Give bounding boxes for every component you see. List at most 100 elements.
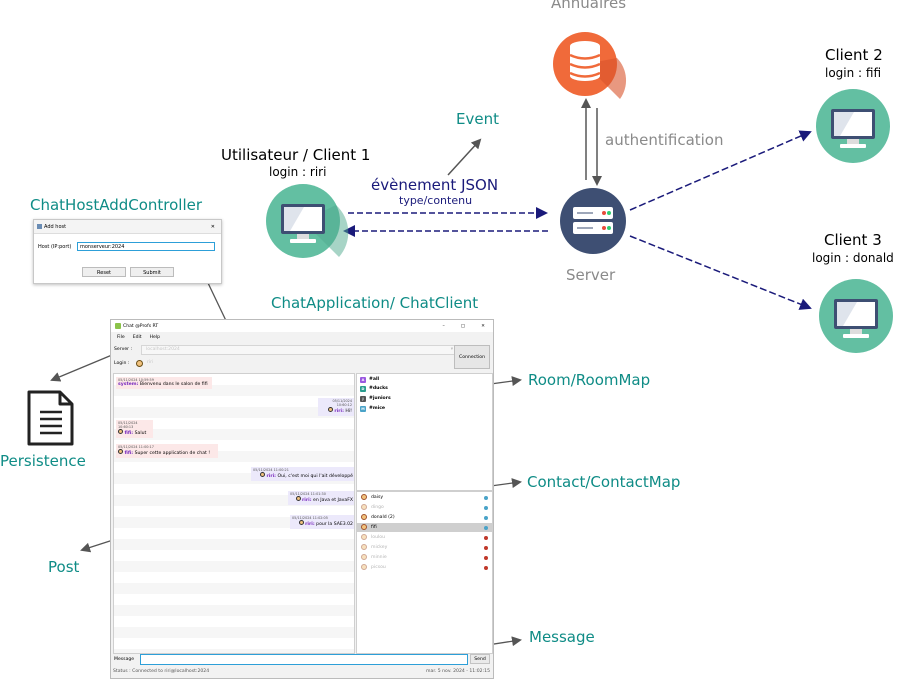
maximize-button[interactable]: ▢	[460, 323, 466, 329]
contact-name: loulou	[371, 535, 385, 540]
add-host-dialog: Add host ✕ Host (IP:port) monserveur:202…	[33, 219, 222, 284]
monitor-icon-client3	[819, 279, 893, 353]
message-bubble: 05/11/2024 10:60:13 fifi: Salut	[116, 420, 153, 438]
json-event-label: évènement JSON	[371, 176, 499, 194]
authentification-label: authentification	[605, 131, 724, 149]
status-text: Status : Connected to riri@localhost:202…	[113, 669, 210, 674]
status-time: mar. 5 nov. 2024 - 11:02:15	[426, 669, 490, 674]
dialog-titlebar: Add host ✕	[34, 220, 221, 234]
connection-button[interactable]: Connection	[454, 345, 490, 369]
avatar	[136, 360, 143, 367]
avatar	[295, 496, 301, 501]
avatar	[361, 544, 367, 550]
list-item[interactable]: mickey	[357, 543, 492, 552]
message-bubble: 05/11/2024 11:00:21 riri: Oui, c'est moi…	[251, 467, 354, 481]
server-to-client3-arrow	[629, 235, 812, 310]
login-field-label: Login :	[114, 361, 130, 366]
message-text: Hi!	[345, 409, 352, 414]
list-item[interactable]: D #ducks	[360, 384, 388, 393]
status-dot	[484, 566, 488, 570]
contact-map-label: Contact/ContactMap	[527, 473, 681, 491]
server-icon	[560, 188, 626, 254]
message-author: riri:	[334, 409, 344, 414]
avatar	[260, 472, 266, 477]
message-timestamp: 05/11/2024 10:60:12	[332, 399, 352, 407]
message-bubble: 05/11/2024 10:59:59 system: Bienvenu dan…	[116, 377, 212, 389]
client3-login: login : donald	[812, 251, 894, 265]
list-item[interactable]: daisy	[357, 493, 492, 502]
persistence-label: Persistence	[0, 452, 86, 470]
server-select[interactable]: localhost:2024 ▾	[141, 345, 457, 355]
persistence-arrow	[50, 354, 113, 382]
message-bubble: 05/11/2024 11:00:17 fifi: Super cette ap…	[116, 444, 218, 458]
room-badge: J	[360, 395, 366, 402]
room-name: #all	[369, 377, 380, 382]
avatar	[361, 564, 367, 570]
monitor-icon-client2	[816, 89, 890, 163]
menu-file[interactable]: File	[117, 334, 125, 340]
message-bubble: 05/11/2024 11:02:05 riri: pour la SAE3.0…	[290, 515, 354, 529]
list-item[interactable]: loulou	[357, 533, 492, 542]
contact-name: dingo	[371, 505, 384, 510]
avatar	[361, 534, 367, 540]
message-input[interactable]	[140, 654, 468, 665]
client3-title: Client 3	[824, 231, 882, 249]
message-bubble: 05/11/2024 11:01:30 riri: en Java et Jav…	[288, 491, 354, 505]
contact-name: picsou	[371, 565, 386, 570]
avatar	[361, 504, 367, 510]
list-item[interactable]: fifi	[357, 523, 492, 532]
list-item[interactable]: A #all	[360, 375, 379, 384]
avatar	[361, 494, 367, 500]
message-timestamp: 05/11/2024 11:02:05	[292, 516, 328, 520]
event-label: Event	[456, 110, 499, 128]
server-select-value: localhost:2024	[146, 347, 180, 352]
message-author: system:	[118, 382, 139, 387]
message-timestamp: 05/11/2024 11:00:21	[253, 468, 289, 472]
avatar	[361, 514, 367, 520]
message-author: fifi:	[124, 451, 134, 456]
submit-button[interactable]: Submit	[130, 267, 174, 277]
menu-bar: File Edit Help	[111, 332, 493, 342]
message-timestamp: 05/11/2024 11:00:17	[118, 445, 154, 449]
status-dot	[484, 556, 488, 560]
menu-edit[interactable]: Edit	[132, 334, 142, 340]
client2-title: Client 2	[825, 46, 883, 64]
contact-name: fifi	[371, 525, 377, 530]
login-input[interactable]: riri	[147, 360, 154, 365]
app-title: Chat @Profs RT	[123, 323, 159, 329]
monitor-icon-client1	[266, 184, 349, 258]
type-contenu-label: type/contenu	[399, 194, 473, 207]
message-author: fifi:	[124, 431, 134, 436]
list-item[interactable]: J #juniors	[360, 394, 391, 403]
room-badge: A	[360, 376, 366, 383]
message-text: pour la SAE3.02	[316, 522, 353, 527]
list-item[interactable]: picsou	[357, 563, 492, 572]
close-icon[interactable]: ✕	[210, 223, 215, 230]
room-name: #juniors	[369, 396, 391, 401]
server-to-client2-arrow	[629, 130, 812, 211]
document-icon	[27, 390, 74, 446]
host-input[interactable]: monserveur:2024	[77, 242, 215, 251]
list-item[interactable]: minnie	[357, 553, 492, 562]
minimize-button[interactable]: –	[442, 323, 445, 329]
menu-help[interactable]: Help	[149, 334, 161, 340]
server-field-label: Server :	[114, 347, 133, 352]
list-item[interactable]: M #mice	[360, 404, 385, 413]
room-name: #mice	[369, 406, 386, 411]
contact-name: daisy	[371, 495, 384, 500]
database-icon	[553, 32, 627, 99]
status-dot	[484, 496, 488, 500]
contacts-list: daisy dingo donald (2) fifi loulou micke…	[356, 491, 493, 654]
post-label: Post	[48, 558, 80, 576]
window-close-button[interactable]: ✕	[481, 323, 485, 329]
chat-app-window: Chat @Profs RT – ▢ ✕ File Edit Help Serv…	[110, 319, 494, 679]
dialog-title: Add host	[44, 223, 67, 230]
client1-title: Utilisateur / Client 1	[221, 146, 371, 164]
reset-button[interactable]: Reset	[82, 267, 126, 277]
list-item[interactable]: dingo	[357, 503, 492, 512]
send-button[interactable]: Send	[470, 654, 490, 664]
list-item[interactable]: donald (2)	[357, 513, 492, 522]
avatar	[361, 554, 367, 560]
client2-login: login : fifi	[825, 66, 882, 80]
status-dot	[484, 546, 488, 550]
